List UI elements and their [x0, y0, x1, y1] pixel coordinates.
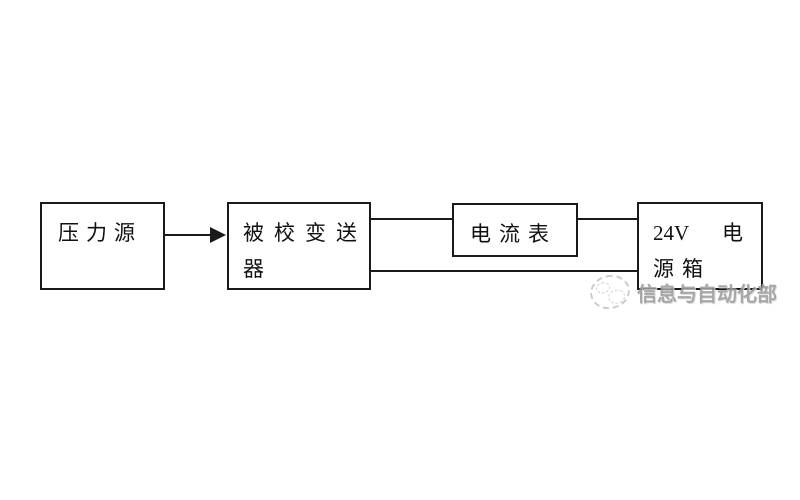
box-pressure-source: 压力源 — [40, 202, 165, 290]
box-24v-power-box: 24V 电 源箱 — [637, 202, 763, 290]
box-power-label-line2: 源箱 — [653, 257, 711, 281]
box-transmitter-label-line1: 被校变送 — [243, 221, 367, 245]
arrow-shaft-pressure-to-transmitter — [165, 234, 212, 236]
box-transmitter-under-calibration: 被校变送 器 — [227, 202, 371, 290]
watermark-mascot-logo-icon — [586, 271, 634, 313]
wire-ammeter-to-power-box — [578, 218, 637, 220]
box-power-label-dian: 电 — [722, 221, 743, 245]
box-power-label-24v: 24V — [653, 221, 690, 245]
watermark-text: 信息与自动化部 — [637, 283, 777, 306]
box-ammeter: 电流表 — [452, 203, 578, 257]
box-ammeter-label: 电流表 — [470, 222, 557, 246]
arrow-head-icon — [210, 227, 226, 243]
box-power-label-line1: 24V 电 — [639, 215, 761, 251]
watermark: 信息与自动化部 — [586, 271, 777, 313]
box-pressure-source-label: 压力源 — [58, 221, 142, 245]
wire-transmitter-to-ammeter — [371, 218, 452, 220]
wire-transmitter-to-power-box — [371, 270, 637, 272]
box-transmitter-label-line2: 器 — [243, 257, 264, 281]
